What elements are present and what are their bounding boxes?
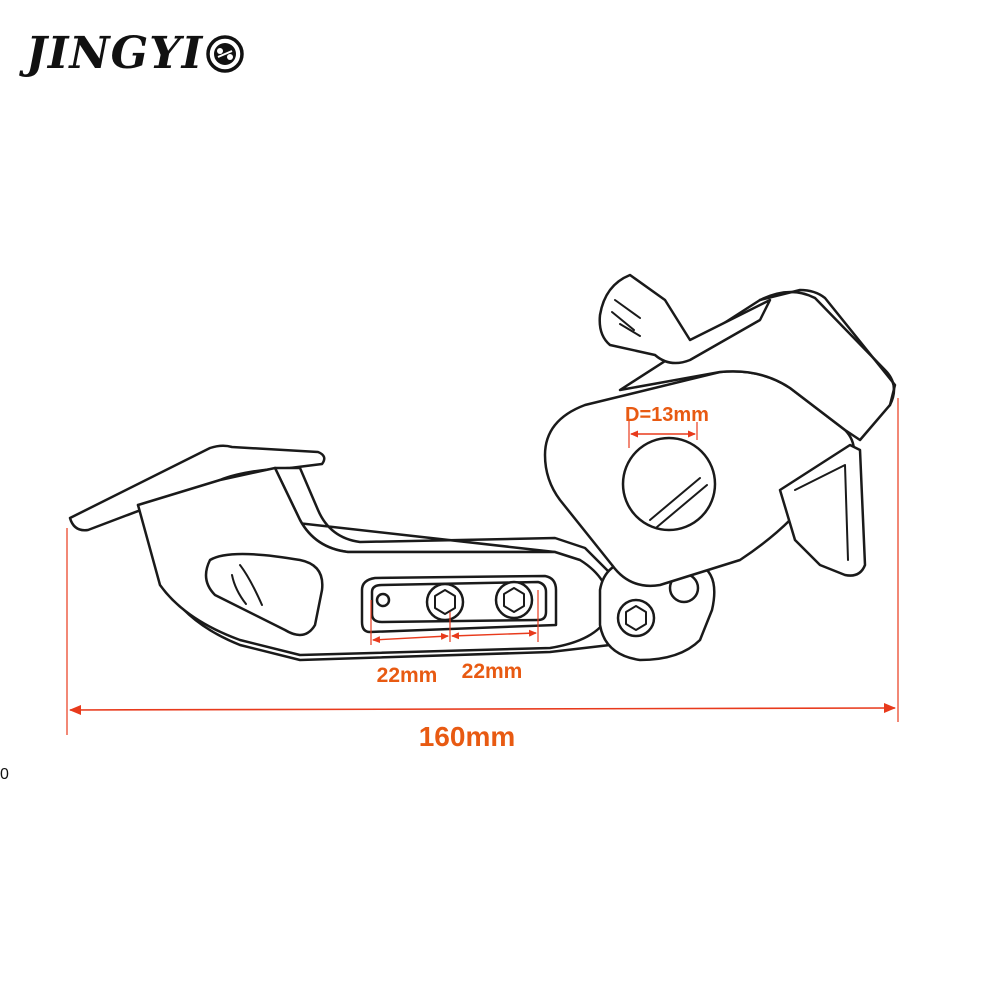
hole-spacing-1-label: 22mm: [377, 664, 438, 687]
overall-length-dimension-line: [69, 703, 896, 715]
bore-diameter-label: D=13mm: [625, 404, 709, 426]
overall-length-label: 160mm: [419, 721, 516, 752]
bore-hole: [621, 436, 717, 532]
edge-text-fragment: 0: [0, 766, 9, 783]
extension-lines: [66, 398, 899, 735]
hole-spacing-1-dimension-line: [372, 632, 449, 644]
chain-link-icon: [206, 35, 244, 73]
brand-name: JINGYI: [26, 28, 204, 79]
hex-bolt-2: [494, 580, 534, 620]
brand-header: JINGYI: [26, 26, 245, 82]
bracket-outline: [68, 273, 897, 662]
top-tab: [598, 273, 772, 365]
hex-bolt-3: [616, 598, 656, 638]
hex-bolt-1: [425, 582, 465, 622]
hole-spacing-2-dimension-line: [451, 629, 537, 640]
teardrop-cutout: [204, 552, 324, 637]
lower-flange: [778, 443, 867, 577]
hole-spacing-2-label: 22mm: [462, 660, 523, 683]
